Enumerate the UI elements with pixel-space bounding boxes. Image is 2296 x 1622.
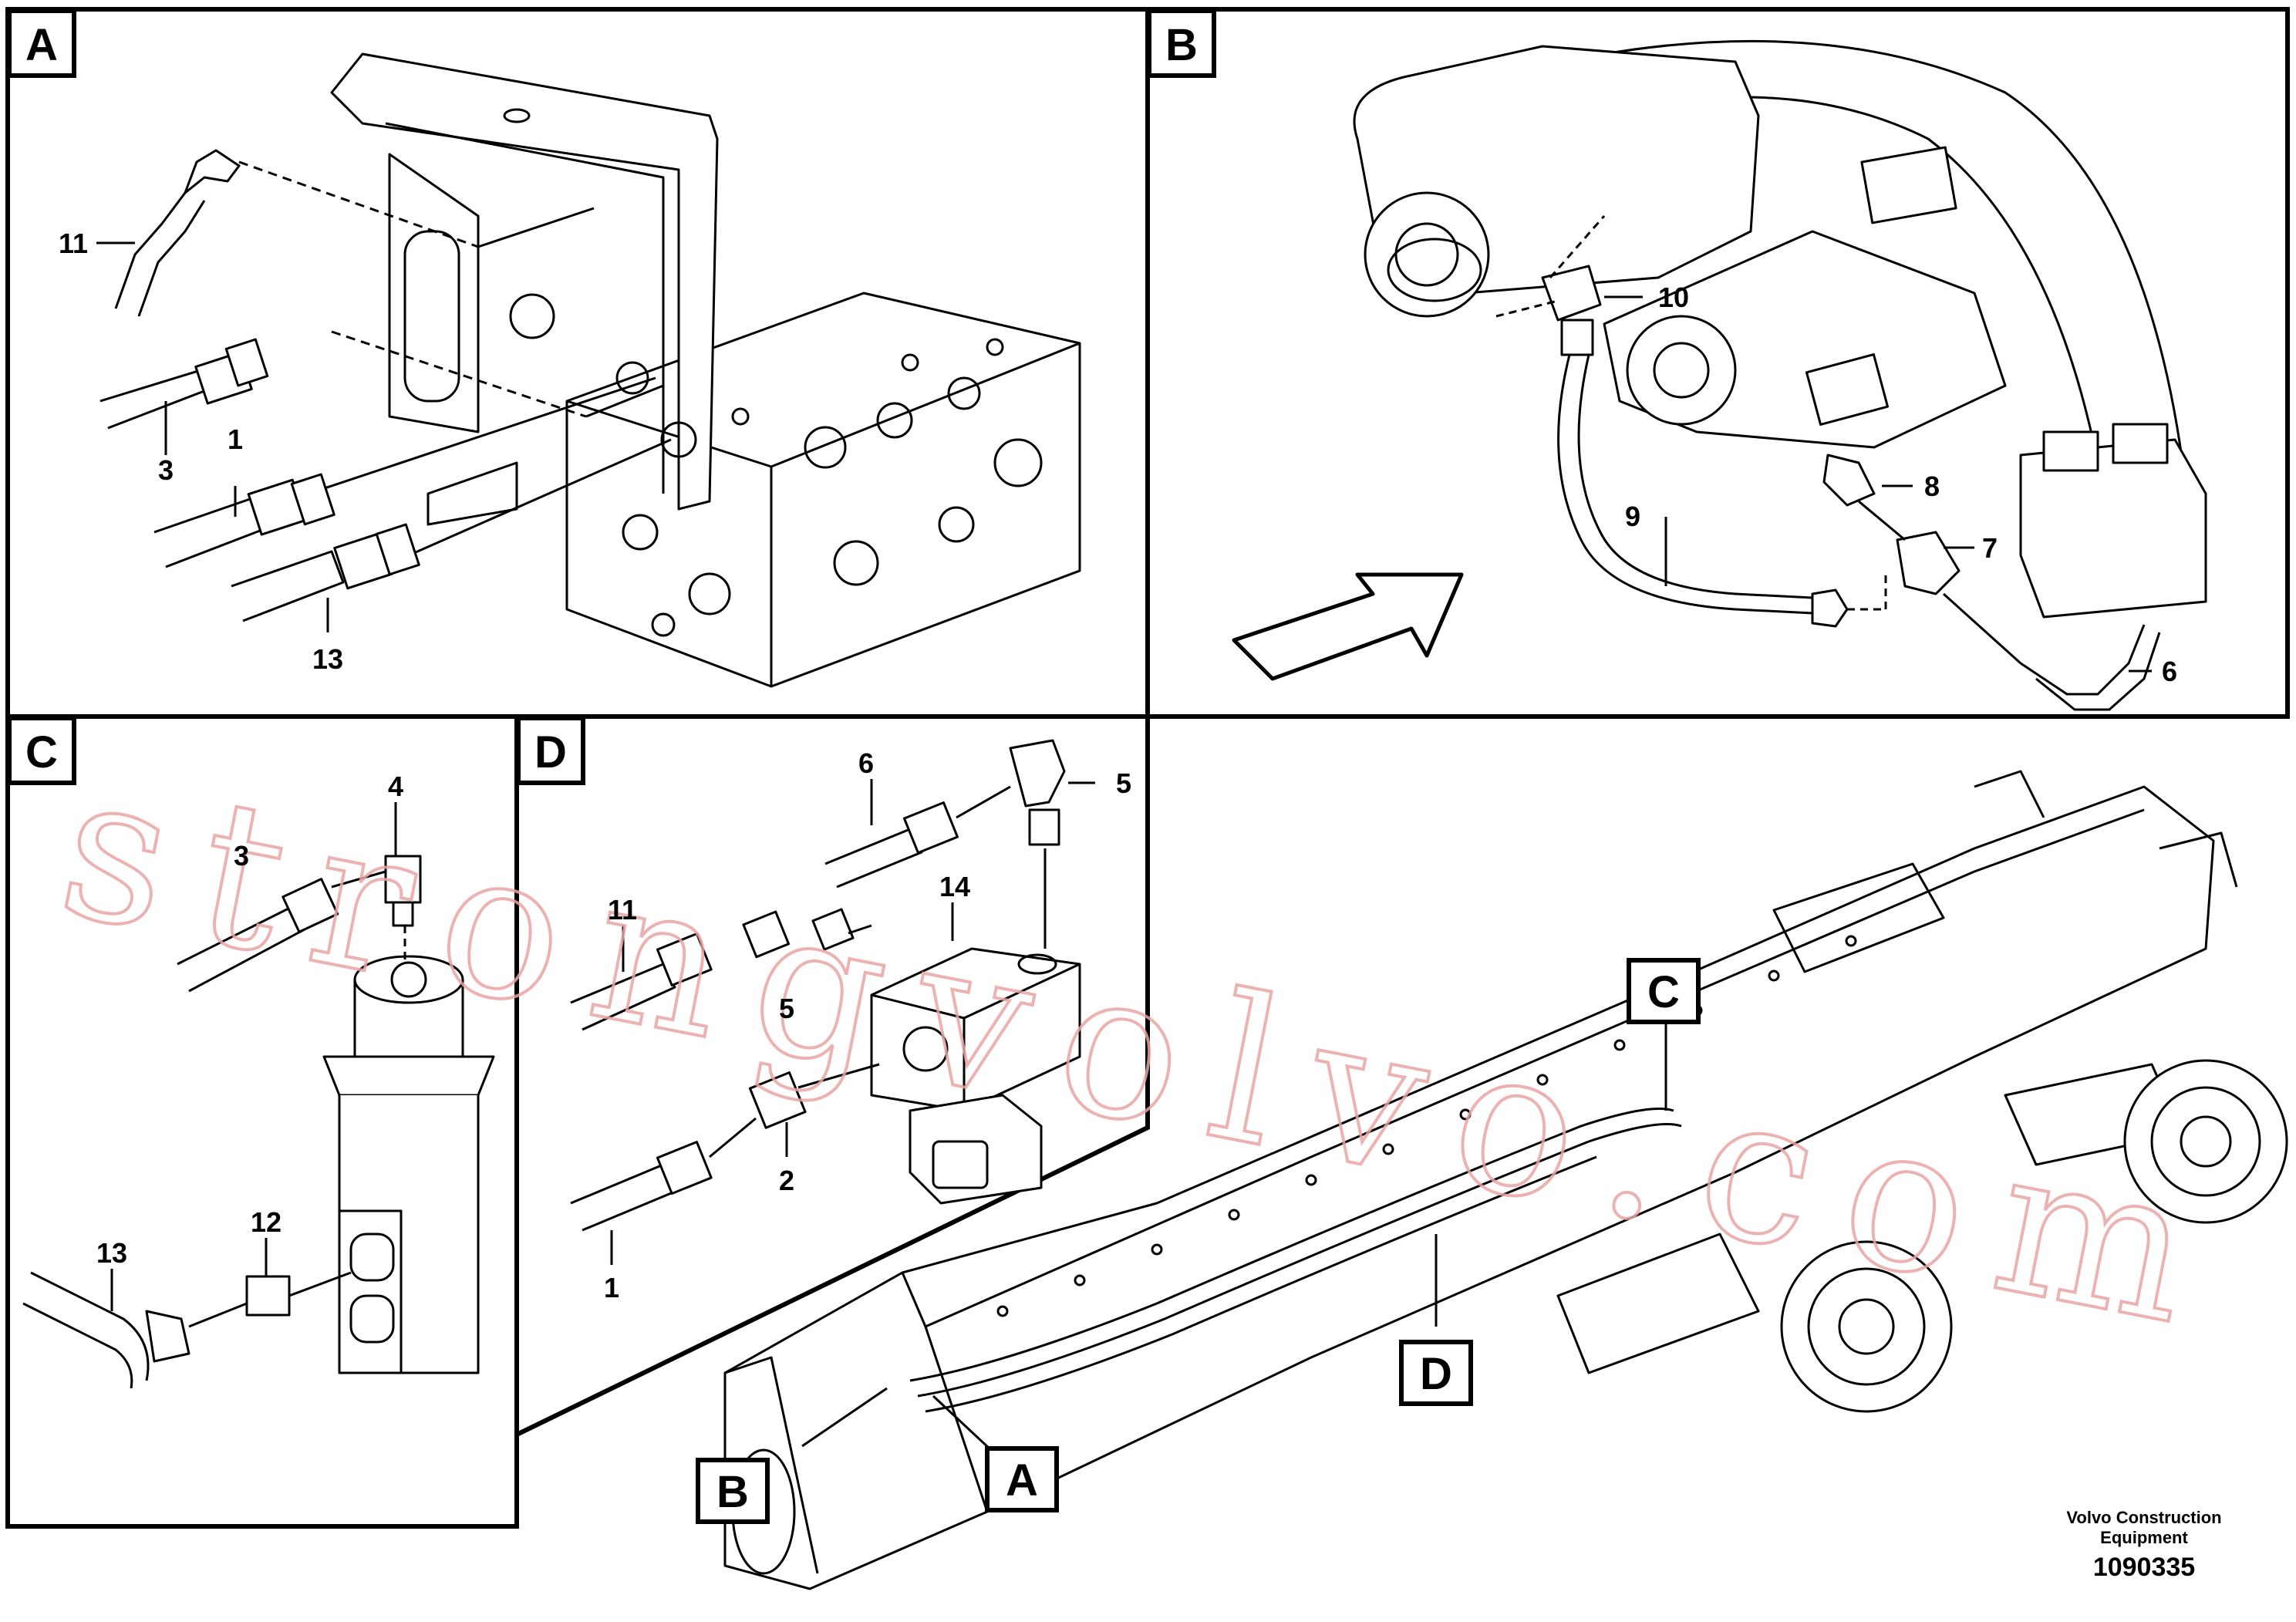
panel-b-tag: B	[1165, 20, 1198, 70]
frame-bolt-holes	[996, 935, 1857, 1317]
panel-a-callouts: 11 3 1 13	[59, 228, 343, 675]
frame-overview-drawing	[723, 770, 2288, 1590]
footer-company-line2: Equipment	[2100, 1528, 2188, 1547]
panel-a-tag: A	[25, 20, 58, 70]
callout-d-2: 2	[779, 1165, 794, 1196]
callout-d-5-top: 5	[1116, 767, 1131, 799]
panel-c-tag: C	[25, 727, 58, 777]
main-view-location-tags: C D B A	[696, 958, 1701, 1524]
callout-c-4: 4	[388, 771, 403, 802]
callout-b-7: 7	[1982, 532, 1998, 564]
callout-c-13: 13	[96, 1237, 127, 1269]
footer-diagram-number: 1090335	[2093, 1553, 2195, 1582]
footer-company-line1: Volvo Construction	[2066, 1508, 2221, 1527]
panel-d-drawing	[570, 739, 1095, 1265]
callout-b-10: 10	[1658, 282, 1689, 313]
location-tag-a: A	[1006, 1455, 1038, 1506]
panel-d-tag: D	[534, 727, 567, 777]
panel-b-drawing	[1232, 39, 2207, 711]
callout-b-8: 8	[1924, 470, 1940, 502]
location-tag-c: C	[1647, 967, 1680, 1017]
panel-c-drawing	[22, 802, 495, 1389]
callout-d-1: 1	[604, 1272, 619, 1303]
callout-d-14: 14	[939, 871, 970, 902]
panel-c-callouts: 4 3 12 13	[96, 771, 403, 1269]
callout-b-6: 6	[2162, 656, 2177, 687]
callout-d-6: 6	[858, 747, 874, 779]
location-tag-d: D	[1420, 1349, 1452, 1399]
callout-a-13: 13	[312, 643, 343, 675]
callout-d-5-middle: 5	[779, 993, 794, 1024]
location-tag-b: B	[716, 1467, 749, 1517]
callout-a-11: 11	[59, 228, 88, 259]
callout-c-3: 3	[234, 840, 249, 872]
callout-d-11: 11	[608, 894, 637, 926]
callout-c-12: 12	[251, 1206, 282, 1238]
callout-b-9: 9	[1625, 501, 1640, 532]
footer-credit: Volvo Construction Equipment 1090335	[2066, 1508, 2221, 1582]
callout-a-1: 1	[228, 423, 243, 455]
panel-b-callouts: 10 8 9 7 6	[1625, 282, 2177, 687]
panel-letter-tags: A B C D	[7, 8, 1216, 785]
panel-d-callouts: 6 5 14 11 5 2 1	[604, 747, 1131, 1303]
panel-a-drawing	[96, 52, 1081, 688]
callout-a-3: 3	[158, 454, 174, 486]
